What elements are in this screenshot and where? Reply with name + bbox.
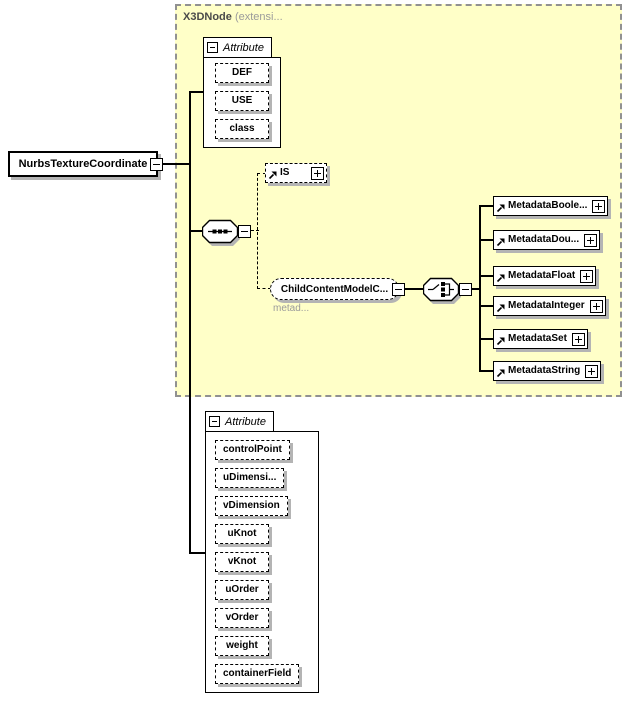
attribute-udimension[interactable]: uDimensi... [215,468,285,488]
connector-stub-metadataboolean [480,205,493,207]
attribute-vdimension[interactable]: vDimension [215,496,288,516]
metadatainteger-expand-button[interactable] [589,299,603,313]
metadatadouble-expand-button[interactable] [584,233,598,247]
attribute-def[interactable]: DEF [215,63,269,83]
connector-root-to-trunk [160,163,191,165]
attribute-uknot[interactable]: uKnot [215,524,269,544]
dashed-connector-vertical [257,173,258,289]
metadatafloat-expand-button[interactable] [580,269,594,283]
sequence-collapse-button[interactable] [238,225,251,238]
element-metadatainteger[interactable]: MetadataInteger [493,296,606,316]
metadatastring-label: MetadataString [508,364,581,376]
own-attribute-group-collapse-button[interactable] [209,416,220,427]
element-metadatastring[interactable]: MetadataString [493,361,602,381]
attribute-uorder[interactable]: uOrder [215,580,269,600]
element-metadataboolean[interactable]: MetadataBoole... [493,196,609,216]
connector-ccm-to-choice [403,288,424,290]
connector-stub-metadataset [480,338,493,340]
reference-arrow-icon [496,204,505,213]
connector-choice-to-branch [471,288,481,290]
is-label: IS [280,166,290,178]
connector-to-own-attributes [189,552,206,554]
reference-arrow-icon [496,238,505,247]
attribute-class[interactable]: class [215,119,269,139]
x3dnode-group-title: X3DNode (extensi... [183,11,283,23]
x3dnode-group-suffix: (extensi... [234,11,283,23]
reference-arrow-icon [268,171,277,180]
attribute-vknot[interactable]: vKnot [215,552,269,572]
dashed-connector-to-ccm [257,288,271,289]
reference-arrow-icon [496,274,505,283]
metadatainteger-label: MetadataInteger [508,299,585,311]
base-attribute-group-label: Attribute [223,41,264,54]
attribute-weight[interactable]: weight [215,636,269,656]
sequence-indicator[interactable] [202,219,241,246]
connector-stub-metadatainteger [480,305,493,307]
childcontentmodel-caption: metad... [273,303,310,314]
reference-arrow-icon [496,337,505,346]
connector-stub-metadatafloat [480,275,493,277]
metadataboolean-expand-button[interactable] [592,199,606,213]
choice-collapse-button[interactable] [459,283,472,296]
own-attribute-group-label: Attribute [225,415,266,428]
reference-arrow-icon [496,369,505,378]
metadataset-expand-button[interactable] [571,332,585,346]
connector-trunk [189,91,191,554]
x3dnode-group-name: X3DNode [183,11,232,23]
dashed-connector-to-is [257,173,266,174]
own-attribute-group-tab[interactable]: Attribute [205,411,274,432]
childcontentmodel-label: ChildContentModelC... [280,283,389,295]
metadataset-label: MetadataSet [508,332,567,344]
metadataboolean-label: MetadataBoole... [508,199,588,211]
connector-to-base-attributes [189,91,204,93]
root-element-nurbstexturecoordinate[interactable]: NurbsTextureCoordinate [8,151,163,177]
base-attribute-group-tab[interactable]: Attribute [203,37,272,58]
connector-stub-metadatadouble [480,239,493,241]
connector-to-sequence [191,230,203,232]
element-is[interactable]: IS [265,163,327,183]
connector-stub-metadatastring [480,370,493,372]
choice-indicator[interactable] [423,277,462,304]
metadatastring-expand-button[interactable] [585,364,599,378]
element-metadataset[interactable]: MetadataSet [493,329,588,349]
childcontentmodel-collapse-button[interactable] [392,282,405,296]
attribute-controlpoint[interactable]: controlPoint [215,440,290,460]
attribute-containerfield[interactable]: containerField [215,664,300,684]
dashed-connector-from-sequence [251,230,259,231]
metadatadouble-label: MetadataDou... [508,233,580,245]
reference-arrow-icon [496,304,505,313]
connector-metadata-branch [479,205,481,372]
root-collapse-button[interactable] [150,157,163,171]
is-expand-button[interactable] [311,166,324,180]
base-attribute-group-collapse-button[interactable] [207,42,218,53]
metadatafloat-label: MetadataFloat [508,269,576,281]
attribute-use[interactable]: USE [215,91,269,111]
root-element-label: NurbsTextureCoordinate [18,158,148,170]
element-childcontentmodel[interactable]: ChildContentModelC... [270,278,405,300]
attribute-vorder[interactable]: vOrder [215,608,269,628]
element-metadatafloat[interactable]: MetadataFloat [493,266,597,286]
element-metadatadouble[interactable]: MetadataDou... [493,230,601,250]
